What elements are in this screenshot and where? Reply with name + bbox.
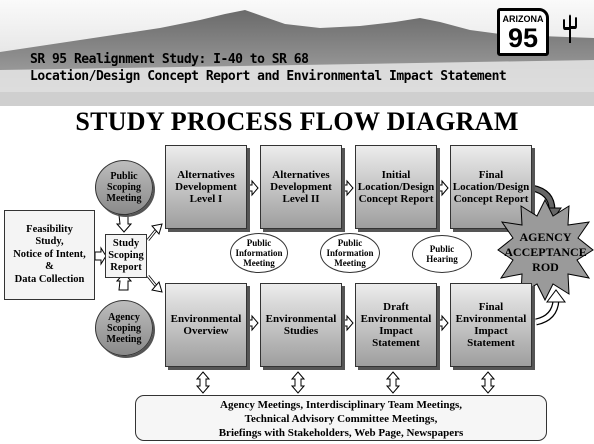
meeting-line: Public [246, 238, 272, 248]
feasibility-study-box: Feasibility Study, Notice of Intent, & D… [4, 210, 95, 300]
acceptance-line: ROD [532, 260, 559, 274]
public-scoping-line: Scoping [107, 182, 141, 193]
box-line: Concept Report [358, 193, 434, 205]
box-line: Level II [282, 193, 320, 205]
box-line: Environmental [170, 313, 242, 325]
box-line: Development [270, 181, 332, 193]
meeting-line: Information [326, 248, 374, 258]
meeting-line: Meeting [334, 258, 366, 268]
public-information-meeting-1: Public Information Meeting [230, 233, 288, 273]
scoping-report-line: Scoping [108, 250, 144, 261]
agency-scoping-line: Meeting [106, 333, 142, 345]
acceptance-line: ACCEPTANCE [504, 245, 587, 259]
agency-scoping-line: Agency [108, 311, 140, 323]
public-hearing: Public Hearing [412, 235, 472, 273]
study-scoping-report-box: Study Scoping Report [105, 234, 147, 278]
meeting-line: Information [235, 248, 283, 258]
final-eis-box: Final Environmental Impact Statement [450, 283, 532, 367]
draft-eis-box: Draft Environmental Impact Statement [355, 283, 437, 367]
footer-line: Technical Advisory Committee Meetings, [244, 413, 438, 425]
coordination-activities-box: Agency Meetings, Interdisciplinary Team … [135, 395, 547, 441]
starburst-shape [497, 198, 594, 302]
box-line: Location/Design [452, 181, 530, 193]
header-banner: SR 95 Realignment Study: I-40 to SR 68 L… [0, 0, 594, 92]
header-divider-strip [0, 92, 594, 106]
feasibility-line: Study, [35, 236, 64, 248]
footer-line: Agency Meetings, Interdisciplinary Team … [220, 399, 462, 411]
box-line: Development [175, 181, 237, 193]
box-line: Location/Design [357, 181, 435, 193]
meeting-line: Meeting [243, 258, 275, 268]
box-line: Alternatives [272, 169, 330, 181]
box-line: Final [478, 301, 504, 313]
box-line: Environmental [265, 313, 337, 325]
box-line: Draft [383, 301, 409, 313]
saguaro-cactus-icon [563, 14, 577, 43]
box-line: Final [478, 169, 504, 181]
public-information-meeting-2: Public Information Meeting [320, 233, 380, 273]
route-shield-icon: ARIZONA 95 [497, 8, 549, 56]
box-line: Overview [183, 325, 229, 337]
box-line: Impact [474, 325, 508, 337]
box-line: Statement [372, 337, 420, 349]
meeting-line: Public [429, 244, 455, 254]
box-line: Impact [379, 325, 413, 337]
shield-state-label: ARIZONA [502, 14, 544, 24]
initial-concept-report-box: Initial Location/Design Concept Report [355, 145, 437, 229]
agency-acceptance-rod: AGENCY ACCEPTANCE ROD [497, 198, 594, 302]
feasibility-line: & [45, 261, 54, 273]
public-scoping-meeting: Public Scoping Meeting [95, 160, 153, 215]
public-scoping-line: Meeting [106, 193, 142, 204]
footer-line: Briefings with Stakeholders, Web Page, N… [218, 427, 464, 439]
header-line-1: SR 95 Realignment Study: I-40 to SR 68 [30, 52, 309, 67]
agency-scoping-line: Scoping [107, 322, 141, 334]
scoping-report-line: Report [110, 262, 142, 273]
final-concept-report-box: Final Location/Design Concept Report [450, 145, 532, 229]
alternatives-level-1-box: Alternatives Development Level I [165, 145, 247, 229]
page-title: STUDY PROCESS FLOW DIAGRAM [75, 107, 519, 136]
mountain-silhouette [0, 10, 594, 92]
scoping-report-line: Study [112, 238, 140, 249]
public-scoping-line: Public [110, 171, 138, 182]
box-line: Environmental [455, 313, 527, 325]
box-line: Studies [283, 325, 319, 337]
environmental-overview-box: Environmental Overview [165, 283, 247, 367]
meeting-line: Hearing [426, 254, 458, 264]
box-line: Concept Report [453, 193, 529, 205]
alternatives-level-2-box: Alternatives Development Level II [260, 145, 342, 229]
box-line: Initial [381, 169, 411, 181]
shield-route-number: 95 [507, 23, 539, 53]
box-line: Statement [467, 337, 515, 349]
agency-scoping-meeting: Agency Scoping Meeting [95, 300, 153, 356]
feasibility-line: Feasibility [26, 223, 73, 235]
acceptance-line: AGENCY [519, 230, 572, 244]
box-line: Environmental [360, 313, 432, 325]
meeting-line: Public [337, 238, 363, 248]
feasibility-line: Data Collection [14, 273, 85, 285]
header-line-2: Location/Design Concept Report and Envir… [30, 69, 507, 84]
feasibility-line: Notice of Intent, [13, 248, 86, 260]
box-line: Level I [189, 193, 223, 205]
environmental-studies-box: Environmental Studies [260, 283, 342, 367]
box-line: Alternatives [177, 169, 235, 181]
